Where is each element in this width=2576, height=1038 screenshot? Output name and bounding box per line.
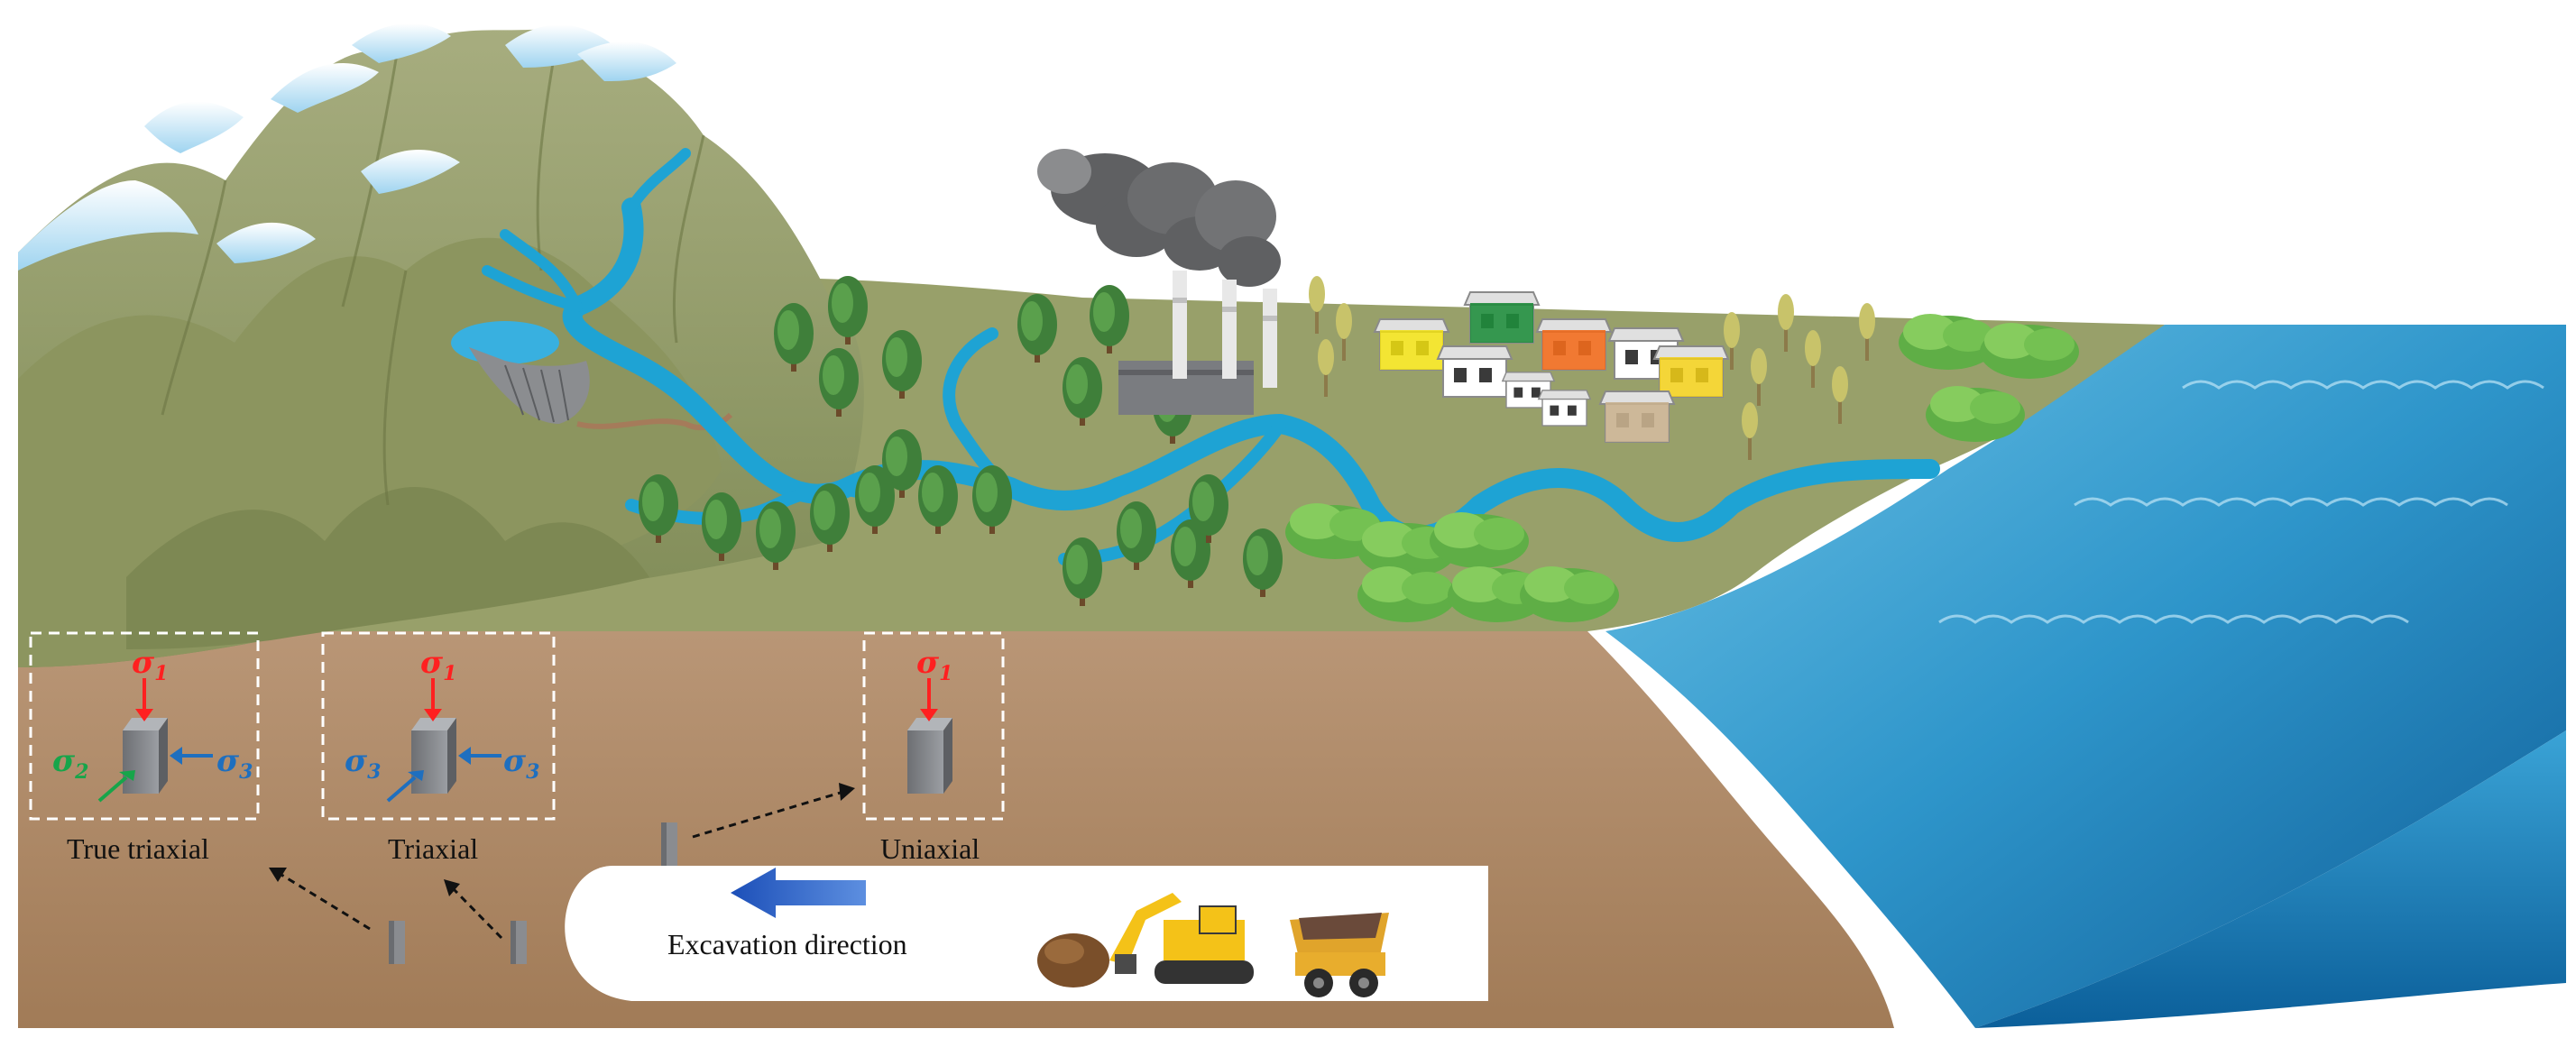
svg-text:σ3: σ3 — [503, 743, 539, 784]
true-triaxial-box: σ1 σ2 σ3 — [29, 631, 260, 821]
svg-text:σ1: σ1 — [132, 645, 168, 685]
sea-waves — [1938, 380, 2544, 624]
uniaxial-label: Uniaxial — [880, 832, 980, 865]
reservoir-dam-icon — [451, 321, 733, 431]
factory-chimney-icon — [1118, 271, 1277, 415]
dashed-arrow-heads — [269, 783, 855, 896]
svg-text:σ3: σ3 — [345, 743, 381, 784]
svg-text:σ2: σ2 — [52, 743, 88, 784]
excavation-label: Excavation direction — [667, 928, 907, 960]
svg-text:σ1: σ1 — [420, 645, 456, 685]
uniaxial-box: σ1 — [862, 631, 1005, 821]
svg-text:σ3: σ3 — [216, 743, 253, 784]
sea-front-face — [1975, 730, 2566, 1028]
svg-text:σ1: σ1 — [916, 645, 952, 685]
smoke-icon — [1037, 149, 1281, 287]
excavation-direction-arrow — [731, 868, 866, 918]
excavator-icon — [1037, 893, 1254, 987]
dump-truck-icon — [1290, 913, 1389, 997]
triaxial-label: Triaxial — [388, 832, 478, 865]
rock-specimen-icon — [389, 822, 677, 964]
true-triaxial-label: True triaxial — [67, 832, 209, 865]
sea-icon — [1605, 325, 2566, 1028]
snow-cap-icon — [18, 23, 676, 271]
dashed-arrows — [281, 790, 844, 940]
house-icon — [1374, 291, 1729, 443]
triaxial-box: σ1 σ3 σ3 — [321, 631, 556, 821]
